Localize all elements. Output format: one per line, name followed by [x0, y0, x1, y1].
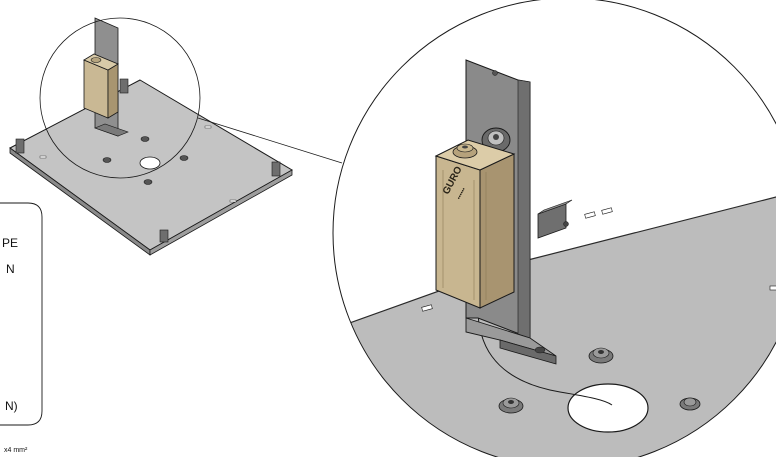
detail-leader-line	[197, 117, 343, 164]
legend-n-label: N	[6, 262, 15, 276]
legend-box	[0, 202, 43, 426]
device-sub-label: ••••••	[456, 187, 467, 201]
cable-hole	[567, 383, 649, 433]
detail-base-plate	[333, 196, 776, 457]
detail-circle-outline	[332, 0, 776, 457]
bolt-head	[498, 397, 524, 414]
overview-device	[83, 53, 119, 119]
bolt-head	[588, 347, 614, 364]
detail-view: GURO ••••••	[333, 59, 776, 457]
overview-assembly	[9, 17, 293, 256]
detail-device: GURO ••••••	[434, 139, 516, 309]
footnote-conductor-size: x4 mm²	[4, 447, 28, 454]
overview-detail-circle	[39, 17, 201, 179]
legend-n-paren-label: N)	[5, 399, 18, 413]
bolt-head	[679, 397, 701, 411]
legend-pe-label: PE	[2, 236, 19, 250]
